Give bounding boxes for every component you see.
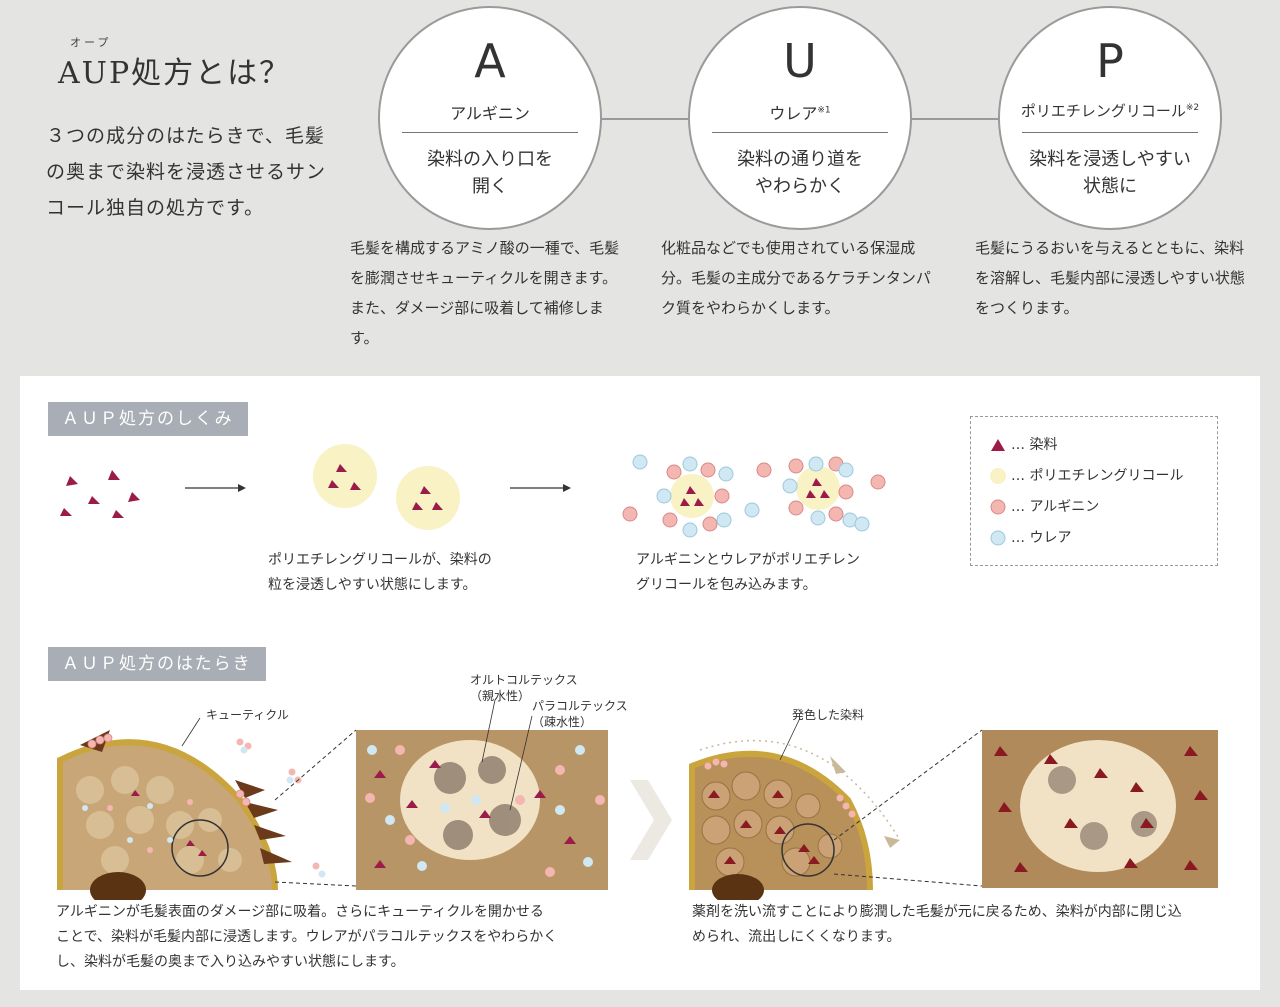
pink-circle-icon (990, 499, 1006, 515)
title-ruby: オープ (70, 36, 112, 49)
legend-label: … ウレア (1011, 530, 1072, 546)
caption-line: グリコールを包み込みます。 (636, 577, 817, 593)
component-letter: A (474, 34, 506, 88)
footnote-mark: ※1 (817, 105, 831, 116)
component-effect: 開く (472, 176, 508, 197)
component-circle-u: U ウレア※1 染料の通り道をやわらかく (688, 6, 912, 230)
component-circle-p: P ポリエチレングリコール※2 染料を浸透しやすい状態に (998, 6, 1222, 230)
legend-label: … ポリエチレングリコール (1011, 468, 1184, 484)
legend-item-arginine: … アルギニン (989, 497, 1099, 517)
label-line: パラコルテックス (532, 699, 628, 713)
component-effect: 状態に (1083, 176, 1137, 197)
label-colored-dye: 発色した染料 (792, 708, 865, 722)
component-letter: U (783, 34, 817, 88)
action-diagram (57, 699, 1218, 900)
caption-line: ことで、染料が毛髪内部に浸透します。ウレアがパラコルテックスをやわらかく (56, 929, 558, 945)
component-letter: P (1096, 34, 1124, 88)
circle-connector (598, 118, 696, 120)
caption-line: アルギニンとウレアがポリエチレン (636, 552, 860, 568)
caption-line: し、染料が毛髪の奥まで入り込みやすい状態にします。 (56, 954, 405, 970)
blue-circle-icon (990, 530, 1006, 546)
triangle-icon (991, 439, 1005, 451)
component-effect: 染料の通り道を (737, 149, 863, 170)
label-line: （親水性） (470, 689, 531, 703)
component-effect: やわらかく (755, 176, 845, 197)
action-heading: ＡＵＰ処方のはたらき (48, 647, 266, 681)
legend-label: … 染料 (1011, 437, 1058, 453)
component-name: アルギニン (450, 104, 530, 123)
component-effect: 染料の入り口を (427, 149, 553, 170)
circle-connector (906, 118, 1006, 120)
mechanism-diagram (60, 444, 886, 538)
dye-particles (60, 470, 140, 518)
caption-line: 粒を浸透しやすい状態にします。 (268, 577, 477, 593)
action-caption-left: アルギニンが毛髪表面のダメージ部に吸着。さらにキューティクルを開かせることで、染… (56, 900, 557, 975)
divider (402, 132, 578, 133)
component-description-p: 毛髪にうるおいを与えるとともに、染料を溶解し、毛髪内部に浸透しやすい状態をつくり… (975, 239, 1245, 317)
label-cuticle: キューティクル (206, 708, 289, 722)
component-circle-a: A アルギニン 染料の入り口を開く (378, 6, 602, 230)
page-title: AUP処方とは？ (58, 56, 292, 91)
label-line: （疎水性） (532, 715, 593, 729)
legend: … 染料 … ポリエチレングリコール … アルギニン … ウレア (970, 416, 1218, 566)
legend-item-peg: … ポリエチレングリコール (989, 466, 1183, 486)
divider (712, 132, 888, 133)
component-name: ウレア (769, 104, 818, 123)
caption-line: ポリエチレングリコールが、染料の (268, 552, 492, 568)
mechanism-heading: ＡＵＰ処方のしくみ (48, 402, 248, 436)
legend-label: … アルギニン (1011, 499, 1100, 515)
component-description-u: 化粧品などでも使用されている保湿成分。毛髪の主成分であるケラチンタンパク質をやわ… (661, 239, 931, 317)
legend-item-urea: … ウレア (989, 528, 1071, 548)
caption-line: 薬剤を洗い流すことにより膨潤した毛髪が元に戻るため、染料が内部に閉じ込 (692, 904, 1182, 920)
component-description-a: 毛髪を構成するアミノ酸の一種で、毛髪を膨潤させキューティクルを開きます。また、ダ… (350, 239, 620, 347)
intro-text: ３つの成分のはたらきで、毛髪の奥まで染料を浸透させるサンコール独自の処方です。 (46, 125, 327, 219)
caption-line: められ、流出しにくくなります。 (692, 929, 901, 945)
component-name: ポリエチレングリコール (1020, 102, 1186, 120)
label-paracortex: パラコルテックス （疎水性） (532, 698, 628, 730)
hair-cross-section-before (57, 730, 326, 900)
legend-item-dye: … 染料 (989, 435, 1057, 455)
caption-line: アルギニンが毛髪表面のダメージ部に吸着。さらにキューティクルを開かせる (56, 904, 544, 920)
component-effect: 染料を浸透しやすい (1029, 149, 1191, 170)
label-line: オルトコルテックス (470, 673, 578, 687)
divider (1022, 132, 1198, 133)
label-orthocortex: オルトコルテックス （親水性） (470, 672, 578, 704)
mechanism-caption-2: アルギニンとウレアがポリエチレングリコールを包み込みます。 (636, 548, 860, 598)
action-caption-right: 薬剤を洗い流すことにより膨潤した毛髪が元に戻るため、染料が内部に閉じ込められ、流… (692, 900, 1182, 950)
yellow-circle-icon (990, 468, 1006, 484)
mechanism-caption-1: ポリエチレングリコールが、染料の粒を浸透しやすい状態にします。 (268, 548, 492, 598)
hair-cross-section-after (689, 739, 901, 900)
footnote-mark: ※2 (1185, 103, 1200, 113)
